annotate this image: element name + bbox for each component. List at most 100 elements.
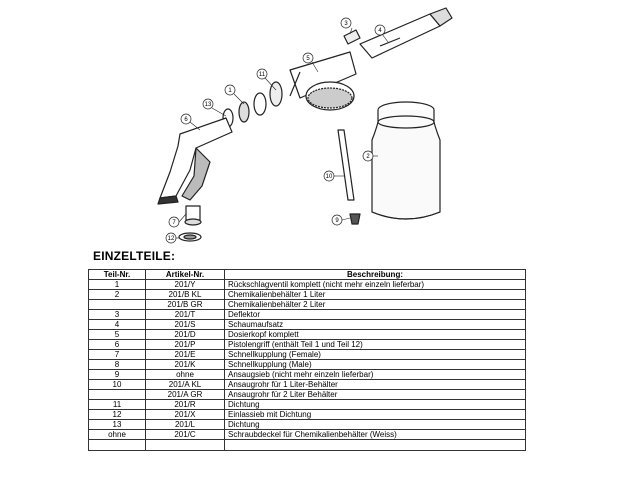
article-no-cell: 201/T <box>145 309 225 320</box>
article-no-cell: 201/P <box>145 339 225 350</box>
article-no-cell: 201/K <box>145 359 225 370</box>
callout-7 <box>168 216 180 228</box>
dosing-head-part <box>289 51 357 111</box>
description-cell: Schraubdeckel für Chemikalienbehälter (W… <box>224 429 526 440</box>
part-no-cell <box>88 439 146 451</box>
description-cell: Chemikalienbehälter 2 Liter <box>224 299 526 310</box>
article-no-cell: ohne <box>145 369 225 380</box>
svg-text:2: 2 <box>366 154 370 160</box>
part-no-cell <box>88 299 146 310</box>
description-cell <box>224 439 526 451</box>
quick-coupling-part <box>178 205 202 242</box>
article-no-cell: 201/X <box>145 409 225 420</box>
description-cell: Ansaugsieb (nicht mehr einzeln lieferbar… <box>224 369 526 380</box>
part-no-cell: 9 <box>88 369 146 380</box>
table-row <box>88 439 526 451</box>
svg-text:5: 5 <box>306 56 310 62</box>
article-no-cell: 201/E <box>145 349 225 360</box>
col-header-article-no: Artikel-Nr. <box>145 269 225 280</box>
svg-text:4: 4 <box>378 28 382 34</box>
table-header-row: Teil-Nr. Artikel-Nr. Beschreibung: <box>88 269 526 280</box>
callout-11 <box>256 68 268 80</box>
callout-10 <box>323 170 335 182</box>
svg-text:10: 10 <box>326 174 333 180</box>
chemical-container-part <box>371 101 441 220</box>
part-no-cell: 5 <box>88 329 146 340</box>
callout-1 <box>224 84 236 96</box>
part-no-cell: 1 <box>88 279 146 290</box>
pistol-grip-part <box>157 117 233 205</box>
deflector-part <box>343 29 361 45</box>
callout-12 <box>165 232 177 244</box>
description-cell: Ansaugrohr für 2 Liter Behälter <box>224 389 526 400</box>
description-cell: Dichtung <box>224 399 526 410</box>
svg-text:1: 1 <box>228 88 232 94</box>
svg-text:7: 7 <box>172 220 176 226</box>
article-no-cell: 201/A GR <box>145 389 225 400</box>
callout-labels: 3 4 5 11 1 13 6 2 10 9 7 12 <box>165 17 386 244</box>
part-no-cell: 13 <box>88 419 146 430</box>
exploded-parts-diagram: 3 4 5 11 1 13 6 2 10 9 7 12 <box>157 7 453 244</box>
callout-9 <box>331 214 343 226</box>
suction-filter-part <box>349 213 361 225</box>
svg-text:6: 6 <box>184 117 188 123</box>
part-no-cell: ohne <box>88 429 146 440</box>
part-no-cell <box>88 389 146 400</box>
description-cell: Dosierkopf komplett <box>224 329 526 340</box>
description-cell: Pistolengriff (enthält Teil 1 und Teil 1… <box>224 339 526 350</box>
callout-4 <box>374 24 386 36</box>
description-cell: Schnellkupplung (Female) <box>224 349 526 360</box>
description-cell: Einlassieb mit Dichtung <box>224 409 526 420</box>
part-no-cell: 4 <box>88 319 146 330</box>
seal-rings-part <box>222 81 283 128</box>
article-no-cell: 201/B KL <box>145 289 225 300</box>
foam-nozzle-part <box>359 7 453 59</box>
svg-text:3: 3 <box>344 21 348 27</box>
suction-tube-part <box>337 129 355 201</box>
part-no-cell: 2 <box>88 289 146 300</box>
part-no-cell: 12 <box>88 409 146 420</box>
article-no-cell: 201/A KL <box>145 379 225 390</box>
article-no-cell: 201/B GR <box>145 299 225 310</box>
description-cell: Chemikalienbehälter 1 Liter <box>224 289 526 300</box>
svg-text:13: 13 <box>205 102 212 108</box>
svg-text:9: 9 <box>335 218 339 224</box>
part-no-cell: 3 <box>88 309 146 320</box>
article-no-cell: 201/R <box>145 399 225 410</box>
article-no-cell: 201/L <box>145 419 225 430</box>
part-no-cell: 11 <box>88 399 146 410</box>
article-no-cell: 201/D <box>145 329 225 340</box>
article-no-cell: 201/S <box>145 319 225 330</box>
article-no-cell: 201/C <box>145 429 225 440</box>
part-no-cell: 8 <box>88 359 146 370</box>
callout-6 <box>180 113 192 125</box>
description-cell: Dichtung <box>224 419 526 430</box>
svg-text:11: 11 <box>259 72 266 78</box>
parts-list-heading: EINZELTEILE: <box>93 249 176 263</box>
description-cell: Rückschlagventil komplett (nicht mehr ei… <box>224 279 526 290</box>
description-cell: Ansaugrohr für 1 Liter-Behälter <box>224 379 526 390</box>
part-no-cell: 6 <box>88 339 146 350</box>
article-no-cell: 201/Y <box>145 279 225 290</box>
col-header-part-no: Teil-Nr. <box>88 269 146 280</box>
description-cell: Schaumaufsatz <box>224 319 526 330</box>
svg-text:12: 12 <box>168 236 175 242</box>
col-header-description: Beschreibung: <box>224 269 526 280</box>
article-no-cell <box>145 439 225 451</box>
